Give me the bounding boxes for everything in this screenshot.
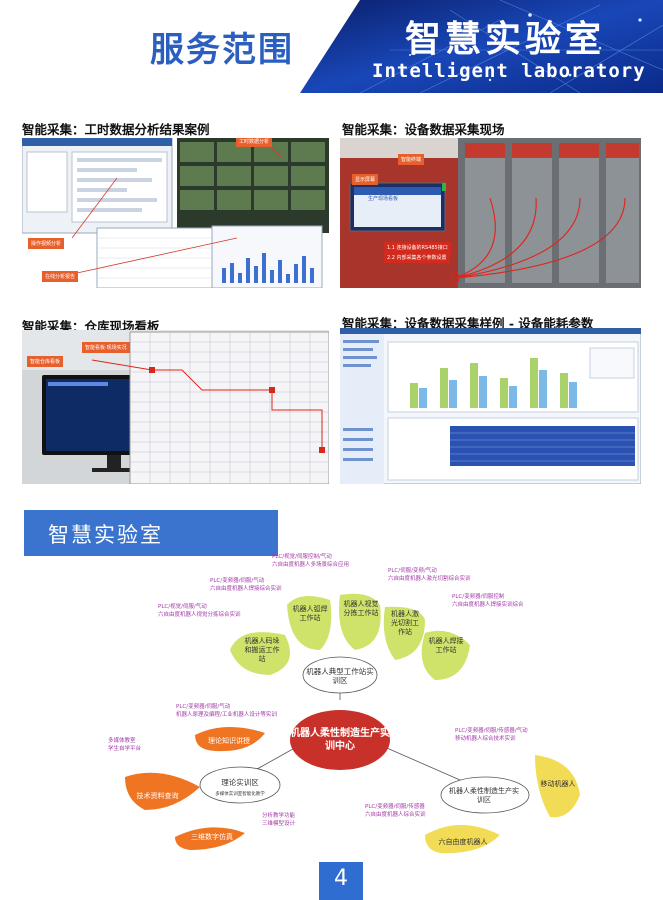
lab-note-4b: 六自由度机器人激光切割综合实训 bbox=[388, 576, 471, 582]
lab-right-leaf-1: 移动机器人 bbox=[540, 780, 576, 788]
panel1-illustration bbox=[22, 138, 329, 288]
lab-left-leaf-3: 三维数字仿真 bbox=[191, 833, 233, 841]
panel2-tag-4: 2.2 内部采集各个参数设置 bbox=[384, 252, 450, 263]
lab-note-6a: PLC/变频器/伺服/气动 bbox=[176, 704, 231, 710]
lab-note-5a: PLC/变频器/伺服控制 bbox=[452, 594, 505, 600]
panel1-tag-3: 在线分析报告 bbox=[42, 271, 79, 282]
panel2-screen-text: 生产现场看板 bbox=[368, 196, 399, 202]
lab-top-leaf-1: 机器人码垛和搬运工作站 bbox=[244, 637, 280, 663]
panel3-tag-1: 智能仓库看板 bbox=[27, 356, 64, 367]
lab-top-leaf-2: 机器人弧焊工作站 bbox=[292, 605, 328, 622]
page-title: 服务范围 bbox=[150, 30, 294, 70]
page-number: 4 bbox=[334, 866, 348, 891]
page-header: 服务范围 智慧实验室 Intelligent laboratory bbox=[0, 0, 663, 93]
lab-section-title: 智慧实验室 bbox=[48, 523, 163, 547]
banner-title-cn: 智慧实验室 bbox=[405, 19, 606, 60]
panel2-photo: 智能终端 显示屏幕 生产现场看板 1.1 连接设备的RS485接口 2.2 内部… bbox=[340, 138, 641, 288]
lab-note-1a: PLC/视觉/伺服控制/气动 bbox=[272, 554, 332, 560]
lab-note-2a: PLC/变频器/伺服/气动 bbox=[210, 578, 265, 584]
lab-center-label: 机器人柔性制造生产实训中心 bbox=[290, 728, 390, 752]
panel3-tag-2: 智能看板·现场实况 bbox=[82, 342, 130, 353]
lab-note-6b: 机器人原理及编程/工业机器人设计等实训 bbox=[176, 712, 277, 718]
banner-graphic bbox=[300, 0, 663, 93]
lab-note-7a: 多媒体教室 bbox=[108, 738, 136, 744]
lab-note-4a: PLC/伺服/变频/气动 bbox=[388, 568, 437, 574]
banner-title-en: Intelligent laboratory bbox=[372, 60, 646, 82]
panel3-illustration bbox=[22, 330, 329, 484]
panel2-illustration bbox=[340, 138, 641, 288]
lab-right-hub-label: 机器人柔性制造生产实训区 bbox=[449, 787, 519, 804]
lab-note-9b: 移动机器人综合技术实训 bbox=[455, 736, 516, 742]
lab-left-hub-label: 理论实训区 bbox=[221, 778, 259, 787]
panel3-photo: 智能仓库看板 智能看板·现场实况 bbox=[22, 330, 329, 484]
lab-left-leaf-1: 理论知识讲授 bbox=[208, 737, 250, 745]
lab-note-2b: 六自由度机器人焊接综合实训 bbox=[210, 586, 282, 592]
panel2-tag-3: 1.1 连接设备的RS485接口 bbox=[384, 242, 451, 253]
lab-note-8b: 三维模型设计 bbox=[262, 821, 296, 827]
panel4-screenshot bbox=[340, 328, 641, 484]
lab-note-3a: PLC/视觉/伺服/气动 bbox=[158, 604, 207, 610]
panel4-illustration bbox=[340, 328, 641, 484]
lab-section-bar bbox=[24, 510, 278, 556]
lab-note-10a: PLC/变频器/伺服/传感器 bbox=[365, 804, 425, 810]
lab-left-hub-sub: 多媒体实训室智能化教学 bbox=[215, 792, 265, 797]
lab-top-hub-label: 机器人典型工作站实训区 bbox=[306, 667, 374, 685]
lab-left-leaf-2: 技术资料查询 bbox=[136, 792, 179, 800]
panel2-tag-2: 显示屏幕 bbox=[352, 174, 379, 185]
lab-note-7b: 学生自学平台 bbox=[108, 746, 142, 752]
page-number-box bbox=[319, 862, 363, 900]
lab-top-leaf-5: 机器人焊接工作站 bbox=[428, 637, 464, 654]
lab-diagram bbox=[125, 593, 580, 854]
lab-note-5b: 六自由度机器人焊接实训综合 bbox=[452, 602, 524, 608]
panel1-screenshot: 工时数据分析 操作视频分析 在线分析报告 bbox=[22, 138, 329, 288]
lab-note-3b: 六自由度机器人视觉分拣综合实训 bbox=[158, 612, 241, 618]
panel1-caption: 智能采集：工时数据分析结果案例 bbox=[22, 122, 210, 137]
lab-note-8a: 分析教学功能 bbox=[262, 813, 296, 819]
lab-note-1b: 六自由度机器人多场景综合应用 bbox=[272, 562, 350, 568]
panel1-tag-2: 操作视频分析 bbox=[28, 238, 65, 249]
lab-note-9a: PLC/变频器/伺服/传感器/气动 bbox=[455, 728, 528, 734]
lab-note-10b: 六自由度机器人综合实训 bbox=[365, 812, 426, 818]
panel2-caption: 智能采集：设备数据采集现场 bbox=[342, 122, 505, 137]
panel1-tag-1: 工时数据分析 bbox=[236, 138, 273, 147]
lab-top-leaf-4: 机器人激光切割工作站 bbox=[391, 610, 419, 636]
panel2-tag-1: 智能终端 bbox=[398, 154, 425, 165]
panel4-caption: 智能采集：设备数据采集样例 - 设备能耗参数 bbox=[342, 316, 594, 331]
lab-right-leaf-2: 六自由度机器人 bbox=[438, 838, 488, 846]
lab-top-leaf-3: 机器人视觉分拣工作站 bbox=[343, 600, 379, 617]
